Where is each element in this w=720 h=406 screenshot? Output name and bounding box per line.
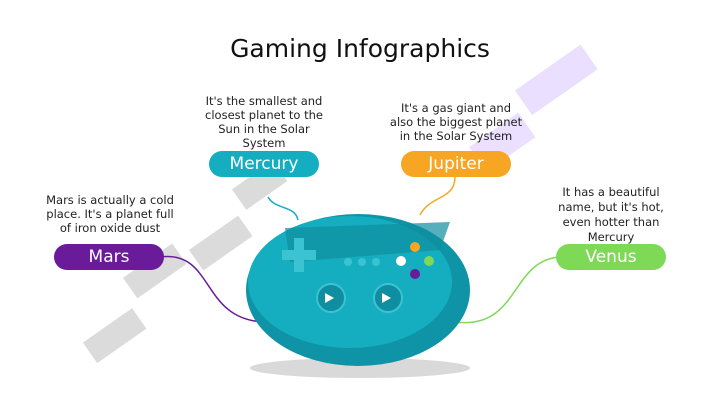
- mars-description: Mars is actually a cold place. It's a pl…: [46, 193, 174, 235]
- button-white-icon: [396, 256, 406, 266]
- mercury-description: It's the smallest and closest planet to …: [205, 94, 323, 150]
- venus-description: It has a beautiful name, but it's hot, e…: [558, 185, 664, 244]
- shadow: [250, 358, 470, 378]
- jupiter-description: It's a gas giant and also the biggest pl…: [389, 101, 523, 143]
- button-purple-icon: [410, 269, 420, 279]
- mars-label: Mars: [54, 244, 164, 270]
- page-title: Gaming Infographics: [230, 34, 490, 63]
- jupiter-label: Jupiter: [401, 151, 511, 177]
- jupiter-connector: [419, 176, 456, 216]
- venus-label: Venus: [556, 244, 666, 270]
- mercury-connector: [267, 196, 299, 221]
- mercury-label: Mercury: [209, 151, 319, 177]
- mars-connector: [159, 255, 266, 323]
- venus-connector: [454, 256, 561, 324]
- button-orange-icon: [410, 242, 420, 252]
- button-green-icon: [424, 256, 434, 266]
- dpad-icon: [282, 238, 316, 272]
